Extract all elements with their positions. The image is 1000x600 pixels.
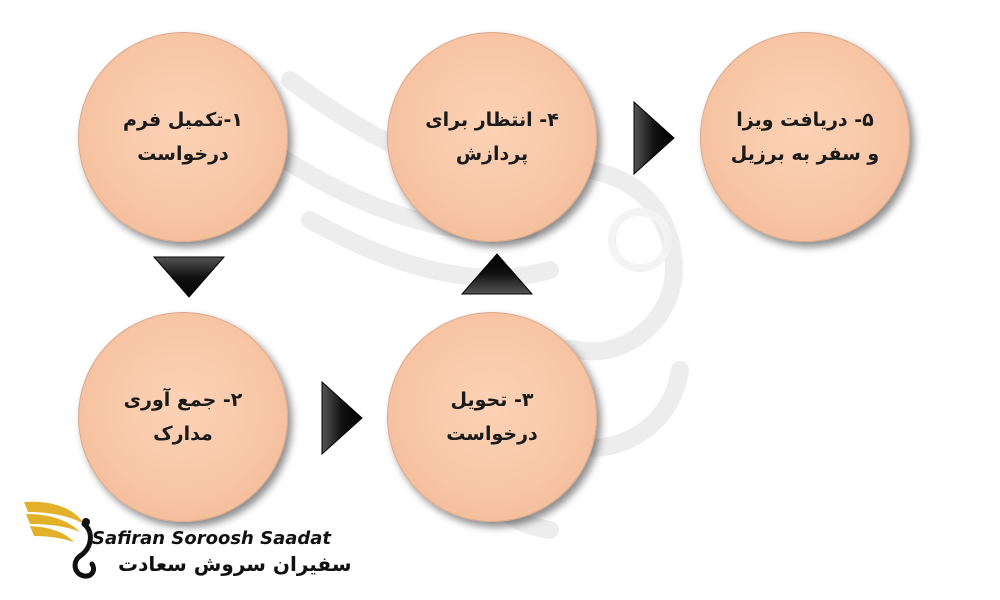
logo-persian-text: سفیران سروش سعادت: [118, 552, 352, 576]
step-4-circle: ۴- انتظار برای پردازش: [387, 32, 597, 242]
brand-logo: Safiran Soroosh Saadat سفیران سروش سعادت: [22, 494, 352, 584]
golden-wing-swan-logo-icon: [24, 501, 97, 579]
step-1-circle: ۱-تکمیل فرم درخواست: [78, 32, 288, 242]
step-3-label: ۳- تحویل درخواست: [446, 389, 538, 445]
step-3-circle: ۳- تحویل درخواست: [387, 312, 597, 522]
step-2-circle: ۲- جمع آوری مدارک: [78, 312, 288, 522]
step-2-label: ۲- جمع آوری مدارک: [123, 389, 243, 445]
step-5-label: ۵- دریافت ویزا و سفر به برزیل: [730, 109, 880, 165]
step-1-label: ۱-تکمیل فرم درخواست: [123, 109, 243, 165]
logo-english-text: Safiran Soroosh Saadat: [92, 528, 332, 549]
step-4-label: ۴- انتظار برای پردازش: [425, 109, 559, 165]
step-5-circle: ۵- دریافت ویزا و سفر به برزیل: [700, 32, 910, 242]
